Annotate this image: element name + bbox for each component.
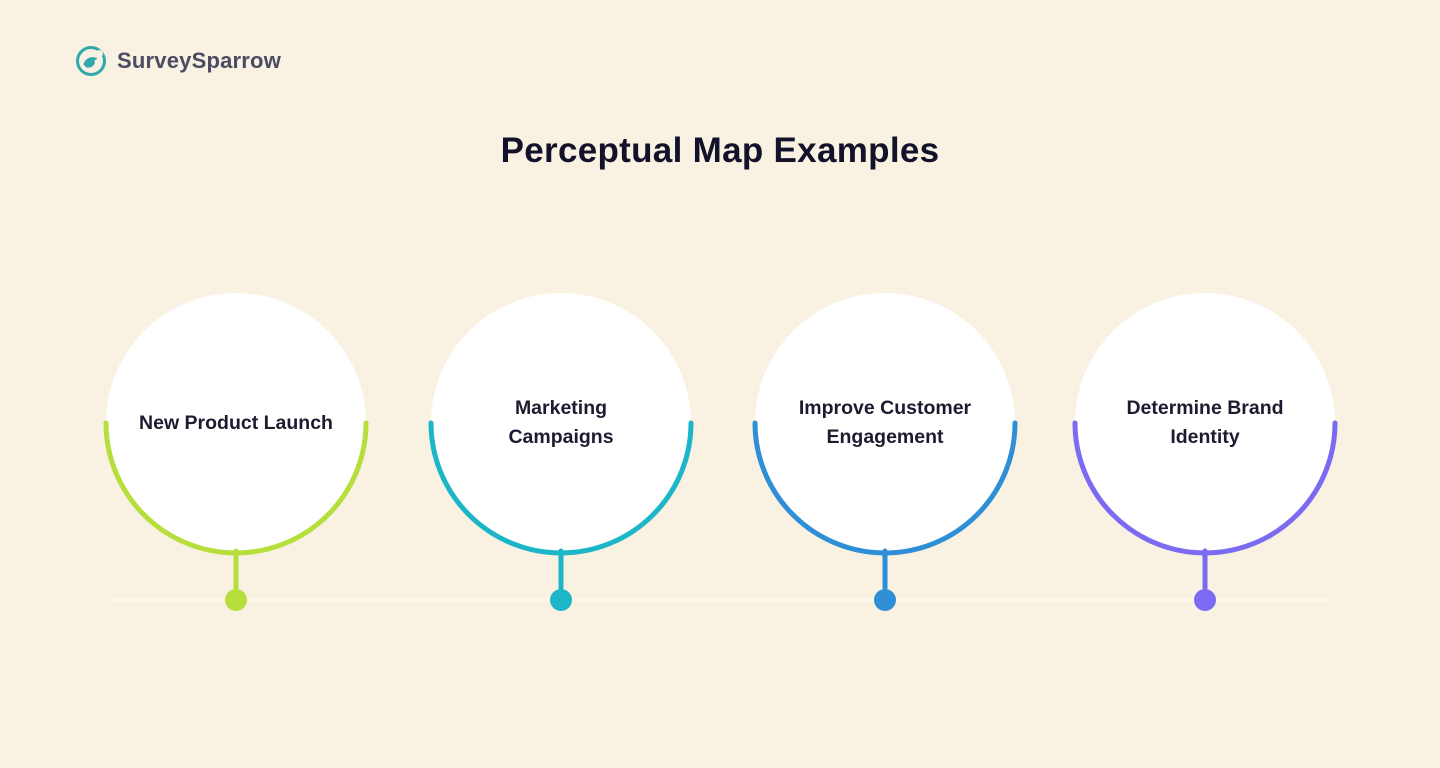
page-title: Perceptual Map Examples [500, 131, 940, 170]
node-label-line: Determine Brand [1126, 397, 1284, 420]
node-circle [106, 293, 366, 553]
node-dot [225, 589, 247, 611]
node-label-line: Marketing [514, 397, 608, 420]
node-circle [755, 293, 1015, 553]
sparrow-icon-gap [96, 50, 103, 57]
map-node-new-product-launch: New Product Launch [101, 288, 371, 620]
map-node-marketing-campaigns: Marketing Campaigns [426, 288, 696, 620]
node-label-line: Identity [1170, 426, 1240, 448]
node-label-line: Improve Customer [798, 397, 972, 420]
timeline-line [110, 598, 1330, 601]
sparrow-icon-ring [76, 46, 106, 76]
node-label: Determine Brand Identity [1070, 288, 1340, 558]
node-dot [874, 589, 896, 611]
node-dot [1194, 589, 1216, 611]
node-circle [1075, 293, 1335, 553]
node-label: New Product Launch [101, 288, 371, 558]
node-circle [431, 293, 691, 553]
node-label-line: Campaigns [508, 426, 614, 448]
node-label-line: New Product Launch [139, 411, 333, 434]
map-node-improve-customer-engagement: Improve Customer Engagement [750, 288, 1020, 620]
brand-logo: SurveySparrow [74, 44, 281, 78]
sparrow-icon [76, 46, 106, 76]
node-label-line: Engagement [826, 426, 944, 448]
node-label: Improve Customer Engagement [750, 288, 1020, 558]
brand-name: SurveySparrow [117, 48, 282, 73]
node-label: Marketing Campaigns [426, 288, 696, 558]
sparrow-icon-bird [83, 57, 98, 68]
map-node-determine-brand-identity: Determine Brand Identity [1070, 288, 1340, 620]
node-dot [550, 589, 572, 611]
